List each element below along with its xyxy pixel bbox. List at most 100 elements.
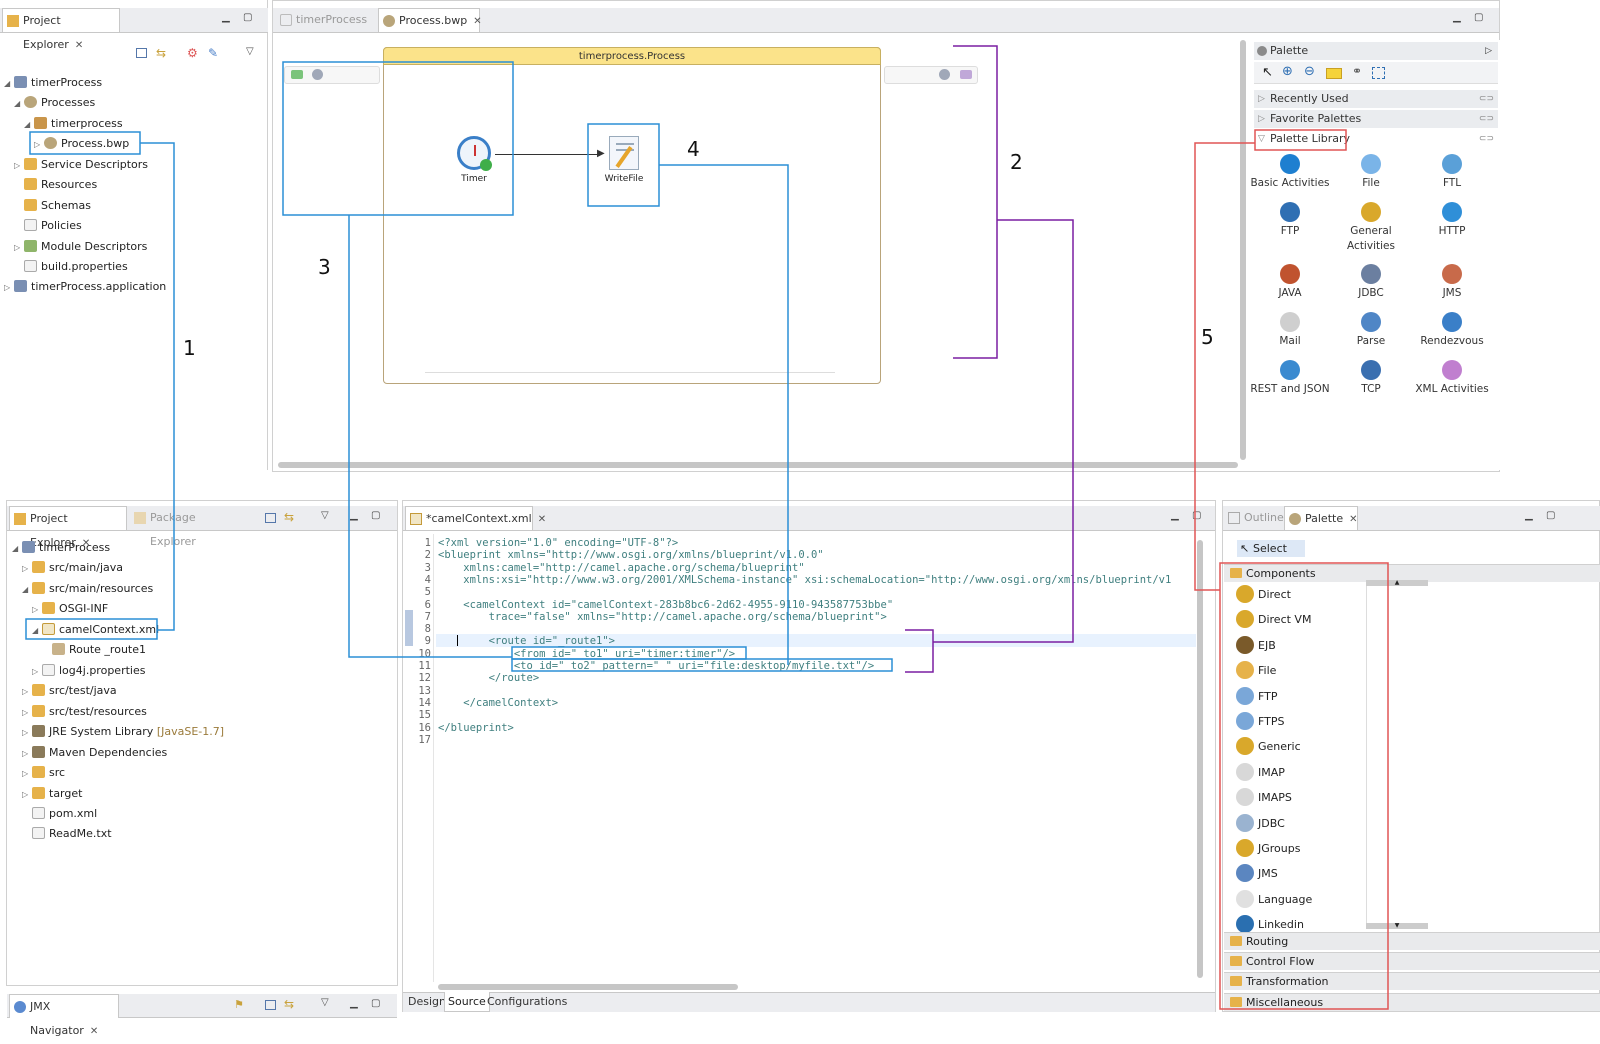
drawer-control-flow[interactable]: Control Flow <box>1224 952 1600 970</box>
tab-source[interactable]: Source <box>444 992 490 1012</box>
code-line[interactable]: xmlns:camel="http://camel.apache.org/sch… <box>438 561 805 574</box>
palette-item[interactable]: Mail <box>1250 312 1330 349</box>
components-scrollbar[interactable] <box>1366 582 1428 928</box>
code-line[interactable] <box>438 685 1194 697</box>
tree-item-processes[interactable]: ◢Processes <box>14 93 95 112</box>
collapse-arrow-icon[interactable]: ▷ <box>22 687 29 696</box>
code-line[interactable] <box>438 709 1194 721</box>
expand-arrow-icon[interactable]: ◢ <box>12 544 19 553</box>
process-container[interactable] <box>383 47 881 384</box>
palette-item[interactable]: JMS <box>1412 264 1492 301</box>
code-line[interactable]: <?xml version="1.0" encoding="UTF-8"?> <box>438 537 679 549</box>
code-line[interactable]: <to id="_to2" pattern=" " uri="file:desk… <box>438 660 875 672</box>
tree-item-maven-dependencies[interactable]: ▷Maven Dependencies <box>22 743 167 762</box>
component-item[interactable]: Language <box>1236 889 1312 910</box>
tree-item-module-descriptors[interactable]: ▷Module Descriptors <box>14 237 147 256</box>
code-line[interactable] <box>438 734 1194 746</box>
collapse-arrow-icon[interactable]: ▷ <box>34 140 41 149</box>
collapse-arrow-icon[interactable]: ▷ <box>22 749 29 758</box>
collapse-arrow-icon[interactable]: ▷ <box>32 605 39 614</box>
maximize-icon[interactable]: ▢ <box>371 998 381 1009</box>
drawer-recently-used[interactable]: ▷Recently Used⊂⊃ <box>1254 90 1498 108</box>
palette-item[interactable]: FTL <box>1412 154 1492 191</box>
top-editor-hscrollbar[interactable] <box>278 462 1238 468</box>
close-icon[interactable]: ✕ <box>473 16 482 27</box>
component-item[interactable]: FTP <box>1236 686 1278 707</box>
tree-item-log4j-properties[interactable]: ▷log4j.properties <box>32 661 145 680</box>
tree-item-resources[interactable]: Resources <box>14 175 97 194</box>
component-item[interactable]: IMAPS <box>1236 788 1292 808</box>
editor-vscrollbar[interactable] <box>1197 540 1203 978</box>
collapse-arrow-icon[interactable]: ▷ <box>22 708 29 717</box>
code-line[interactable]: </blueprint> <box>438 721 514 734</box>
component-item[interactable]: JDBC <box>1236 813 1285 834</box>
code-line[interactable] <box>438 623 1194 635</box>
collapse-arrow-icon[interactable]: ▷ <box>22 728 29 737</box>
writefile-activity[interactable]: WriteFile <box>598 136 650 194</box>
view-menu-icon[interactable]: ▽ <box>321 510 329 521</box>
tree-item-osgi-inf[interactable]: ▷OSGI-INF <box>32 599 108 618</box>
scroll-up-icon[interactable]: ▲ <box>1366 580 1428 586</box>
collapse-all-icon[interactable] <box>136 48 147 58</box>
tab-project-explorer[interactable]: Project Explorer✕ <box>9 506 127 549</box>
tree-item-src-main-resources[interactable]: ◢src/main/resources <box>22 579 153 598</box>
minimize-icon[interactable]: ▁ <box>222 12 230 23</box>
select-tool-icon[interactable]: ↖ <box>1262 65 1273 80</box>
tab-package-explorer[interactable]: Package Explorer <box>130 506 242 548</box>
maximize-icon[interactable]: ▢ <box>1474 12 1484 23</box>
code-line[interactable] <box>438 586 1194 598</box>
component-item[interactable]: Direct <box>1236 585 1291 605</box>
timer-activity[interactable]: Timer <box>450 136 498 194</box>
jmx-connect-icon[interactable]: ⚑ <box>234 998 244 1011</box>
minimize-icon[interactable]: ▁ <box>350 998 358 1009</box>
tree-item-camelcontext-xml[interactable]: ◢camelContext.xml <box>32 620 159 639</box>
minimize-icon[interactable]: ▁ <box>350 510 358 521</box>
tree-item-policies[interactable]: Policies <box>14 216 82 235</box>
collapse-all-icon[interactable] <box>265 513 276 523</box>
close-icon[interactable]: ✕ <box>81 538 91 549</box>
view-menu-icon[interactable]: ▽ <box>246 46 254 57</box>
drawer-pin-icon[interactable]: ⊂⊃ <box>1478 134 1494 144</box>
drawer-transformation[interactable]: Transformation <box>1224 972 1600 990</box>
drawer-pin-icon[interactable]: ⊂⊃ <box>1478 94 1494 104</box>
process-title-bar[interactable]: timerprocess.Process <box>383 47 881 65</box>
expand-arrow-icon[interactable]: ◢ <box>22 585 29 594</box>
collapse-arrow-icon[interactable]: ▷ <box>14 243 21 252</box>
select-tool[interactable]: ↖ Select <box>1237 540 1305 557</box>
filter-icon[interactable]: ⚙ <box>187 46 198 60</box>
drawer-palette-library[interactable]: ▽Palette Library⊂⊃ <box>1254 130 1498 148</box>
tab-outline[interactable]: Outline <box>1224 506 1284 530</box>
palette-item[interactable]: XML Activities <box>1412 360 1492 397</box>
close-icon[interactable]: ✕ <box>1349 514 1358 525</box>
tree-item-service-descriptors[interactable]: ▷Service Descriptors <box>14 155 148 174</box>
info-icon[interactable] <box>939 69 950 80</box>
drawer-pin-icon[interactable]: ⊂⊃ <box>1478 114 1494 124</box>
tree-item-src-main-java[interactable]: ▷src/main/java <box>22 558 123 577</box>
info-icon[interactable] <box>312 69 323 80</box>
expand-arrow-icon[interactable]: ◢ <box>24 120 31 129</box>
collapse-arrow-icon[interactable]: ▷ <box>32 667 39 676</box>
scroll-down-icon[interactable]: ▼ <box>1366 923 1428 929</box>
tree-item-timerprocess[interactable]: ◢timerProcess <box>12 538 110 557</box>
maximize-icon[interactable]: ▢ <box>371 510 381 521</box>
link-with-editor-icon[interactable]: ⇆ <box>284 997 295 1011</box>
drawer-favorite-palettes[interactable]: ▷Favorite Palettes⊂⊃ <box>1254 110 1498 128</box>
collapse-arrow-icon[interactable]: ▷ <box>4 283 11 292</box>
collapse-all-icon[interactable] <box>265 1000 276 1010</box>
expand-arrow-icon[interactable]: ◢ <box>4 79 11 88</box>
transition-arrow[interactable] <box>495 154 599 155</box>
collapse-arrow-icon[interactable]: ▷ <box>22 790 29 799</box>
collapse-arrow-icon[interactable]: ▷ <box>22 769 29 778</box>
drawer-routing[interactable]: Routing <box>1224 932 1600 950</box>
component-item[interactable]: JGroups <box>1236 839 1300 859</box>
palette-item[interactable]: Basic Activities <box>1250 154 1330 191</box>
start-event-icon[interactable] <box>291 70 303 79</box>
code-line[interactable]: </camelContext> <box>438 696 559 709</box>
expand-arrow-icon[interactable]: ◢ <box>32 626 39 635</box>
maximize-icon[interactable]: ▢ <box>1192 510 1202 521</box>
tree-item-readme-txt[interactable]: ReadMe.txt <box>22 824 112 843</box>
component-item[interactable]: File <box>1236 661 1276 681</box>
code-line[interactable]: <camelContext id="camelContext-283b8bc6-… <box>438 598 894 611</box>
palette-item[interactable]: File <box>1331 154 1411 191</box>
tree-item-timerprocess-package[interactable]: ◢timerprocess <box>24 114 123 133</box>
